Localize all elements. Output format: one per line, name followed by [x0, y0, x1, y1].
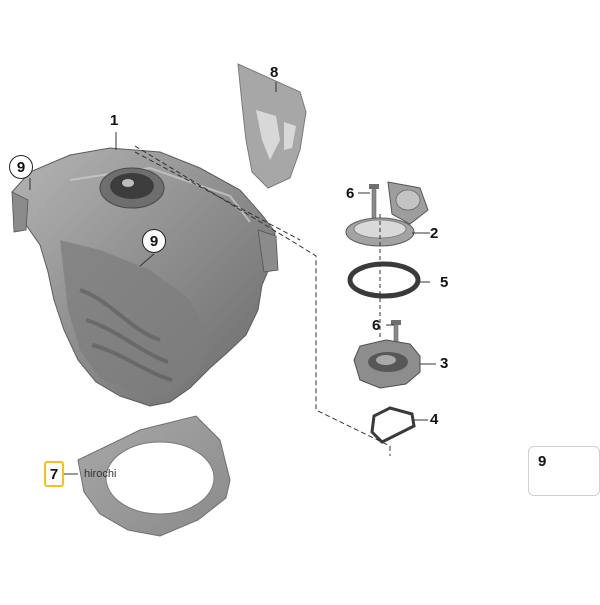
tank-pad: [237, 63, 307, 189]
callout-8: 8: [270, 64, 279, 81]
callout-leader-lines: [29, 82, 436, 475]
callout-9-left: 9: [9, 155, 33, 179]
fuel-cap-assembly: [345, 181, 429, 247]
filler-flange: [353, 339, 421, 389]
callout-4: 4: [430, 411, 439, 428]
callout-1: 1: [110, 112, 119, 129]
fuel-tank: [11, 147, 279, 407]
callout-6-lower: 6: [372, 317, 381, 334]
callout-3: 3: [440, 355, 449, 372]
callout-5: 5: [440, 274, 449, 291]
callout-9-center: 9: [142, 229, 166, 253]
callout-6-upper: 6: [346, 185, 355, 202]
detail-inset-box: [528, 446, 600, 496]
heat-shield: [77, 415, 231, 537]
screw-upper: [369, 184, 379, 219]
assembly-leader-lines: [134, 145, 391, 456]
gasket: [370, 406, 416, 444]
callout-7-highlight: 7: [44, 461, 64, 487]
callout-9-detail: 9: [538, 453, 547, 470]
callout-2: 2: [430, 225, 439, 242]
watermark-text: hirochi: [84, 468, 117, 480]
seal-ring: [347, 261, 421, 299]
